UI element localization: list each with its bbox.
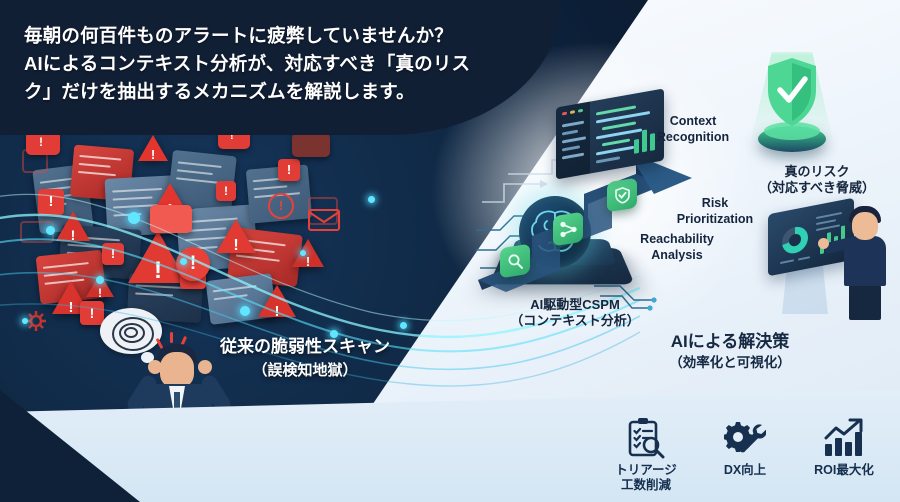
headline-banner [0, 0, 560, 135]
mail-alert-icon [308, 209, 340, 231]
flow-node [330, 330, 338, 338]
magnifier-step-icon [500, 243, 530, 279]
warning-triangle-glyph: ! [150, 147, 156, 162]
shield-pedestal-top [764, 122, 820, 140]
alert-circle-outline: ! [268, 193, 294, 219]
alert-bubble [150, 205, 192, 233]
person-hand [148, 360, 162, 374]
alert-badge: ! [216, 181, 236, 201]
true-risk-shield [744, 48, 840, 158]
alert-bubble [292, 133, 330, 157]
shield-check-icon [768, 58, 816, 126]
kpi-label: トリアージ 工数削減 [615, 462, 677, 493]
flow-node [300, 250, 306, 256]
kpi-band [0, 390, 900, 502]
person-tie [174, 392, 180, 420]
alert-badge: ! [80, 301, 104, 325]
alert-badge: ! [278, 159, 300, 181]
network-share-step-icon [553, 211, 583, 247]
warning-triangle-icon [138, 135, 168, 161]
headline-line-1: 毎朝の何百件ものアラートに疲弊していませんか？ [24, 25, 453, 46]
headline-text: 毎朝の何百件ものアラートに疲弊していませんか？ AIによるコンテキスト分析が、対… [24, 22, 494, 106]
right-section-caption: AIによる解決策 （効率化と可視化） [669, 332, 791, 370]
thought-bubble [100, 308, 162, 371]
kpi-roi: ROI最大化 [798, 415, 890, 479]
clipboard-search-icon [600, 415, 692, 461]
warning-triangle-glyph: ! [274, 303, 280, 320]
flow-node [128, 212, 140, 224]
headline-line-3: ク」だけを抽出するメカニズムを解説します。 [24, 81, 415, 103]
warning-triangle-glyph: ! [305, 254, 311, 269]
kpi-triage: トリアージ 工数削減 [600, 415, 692, 494]
alert-chaos-cluster: ! ! ! ! ! ! ! ! ! ! ! ! ! ! ! ! ! ! ! [20, 127, 350, 331]
flow-node [96, 276, 104, 284]
headline-line-2: AIによるコンテキスト分析が、対応すべき「真のリス [24, 53, 471, 75]
spiral-icon [112, 317, 154, 351]
alert-badge: ! [102, 243, 124, 265]
flow-node [240, 306, 250, 316]
flow-node [22, 318, 28, 324]
check-shield-step-icon [607, 177, 637, 213]
flow-node [400, 322, 407, 329]
alert-badge: ! [38, 189, 64, 215]
warning-triangle-glyph: ! [98, 286, 102, 300]
growth-chart-icon [798, 415, 890, 461]
donut-chart [782, 224, 808, 256]
warning-triangle-glyph: ! [70, 227, 76, 243]
kpi-label: ROI最大化 [814, 462, 874, 477]
kpi-dx: DX向上 [699, 415, 791, 479]
gear-wrench-icon [699, 415, 791, 461]
alert-bubble: ! [26, 131, 60, 155]
warning-triangle-glyph: ! [233, 237, 239, 254]
flow-node [180, 258, 187, 265]
person-head [160, 352, 194, 388]
kpi-list: トリアージ 工数削減 DX向上 [600, 415, 890, 494]
analyst-person-illustration [818, 196, 894, 320]
gear-alert-icon [26, 311, 46, 331]
person-head [852, 212, 878, 240]
left-section-caption: 従来の脆弱性スキャン （誤検知地獄） [220, 337, 390, 379]
stress-spark [170, 332, 173, 343]
person-legs [849, 284, 881, 320]
kpi-label: DX向上 [723, 462, 767, 477]
person-hand [818, 238, 829, 249]
flow-node [46, 226, 55, 235]
label-true-risk: 真のリスク （対応すべき脅威） [758, 164, 876, 196]
label-ai-cspm: AI駆動型CSPM （コンテキスト分析） [510, 297, 640, 329]
flow-node [368, 196, 375, 203]
